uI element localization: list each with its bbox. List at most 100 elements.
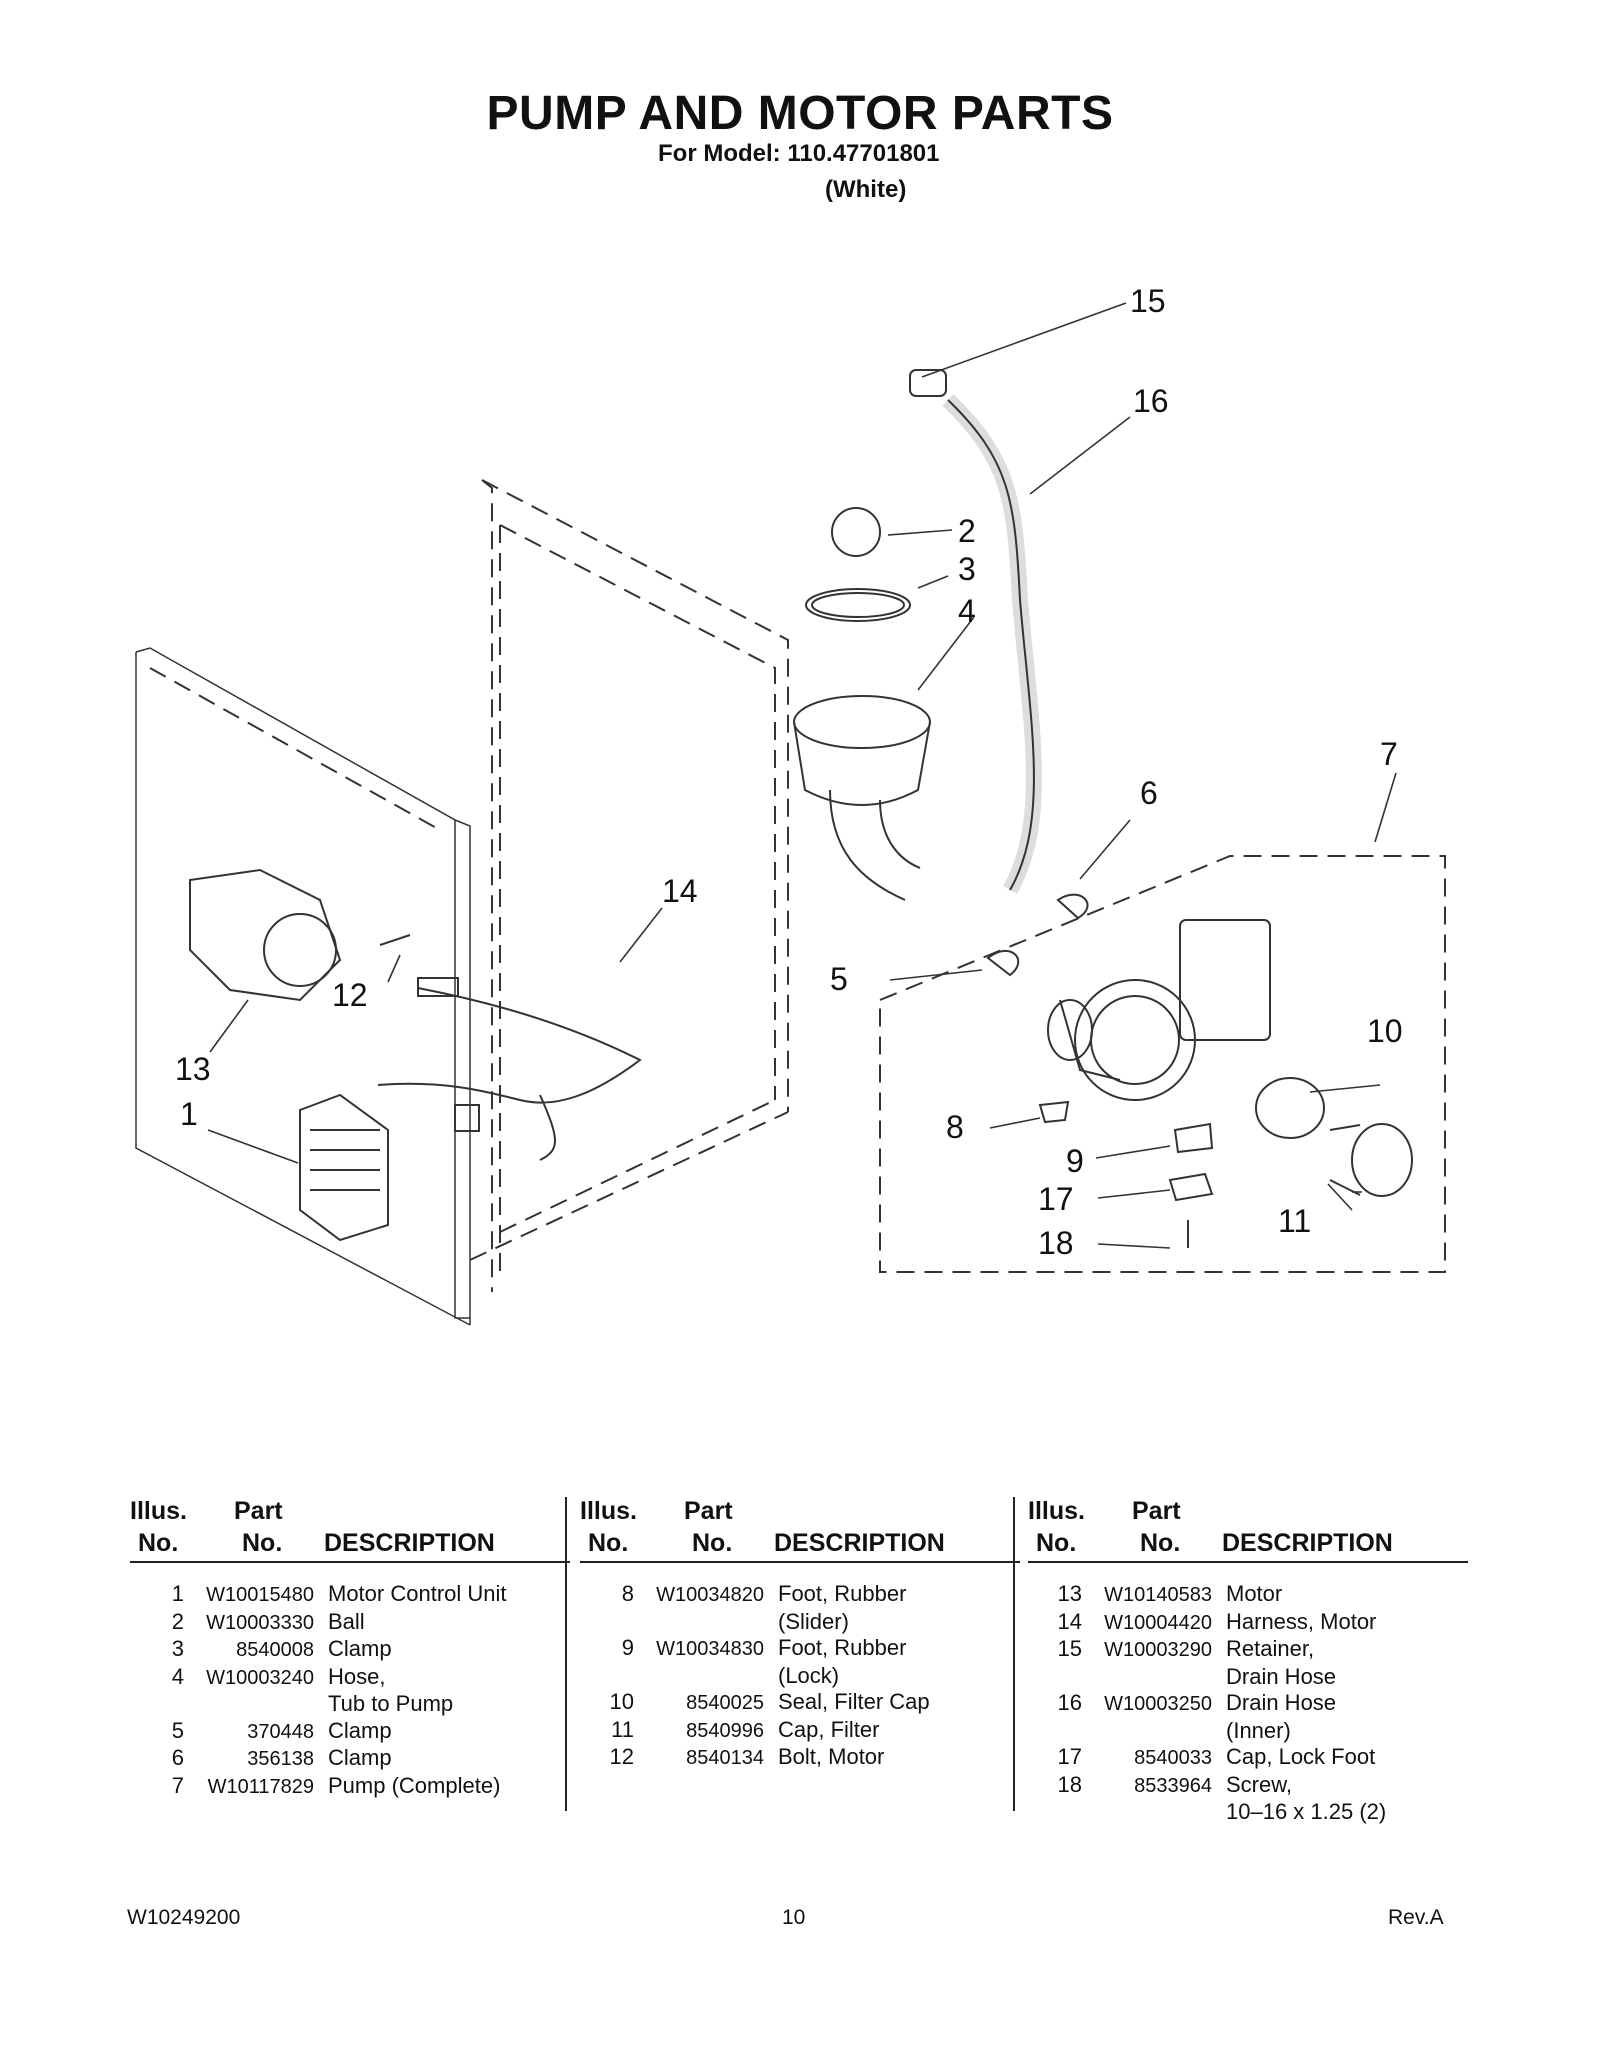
model-number: For Model: 110.47701801 [658, 140, 940, 167]
illus-number [580, 1663, 634, 1690]
part-number [184, 1691, 314, 1718]
part-description: Screw, [1226, 1771, 1293, 1797]
illus-number: 9 [621, 1635, 634, 1660]
exploded-parts-diagram: 15 16 2 3 4 7 6 14 5 12 10 13 1 8 9 17 1… [135, 283, 1446, 1326]
illus-number: 11 [611, 1716, 634, 1742]
illus-number: 1 [171, 1581, 184, 1606]
drain-hose-retainer-drawing [909, 369, 947, 397]
hose-tub-to-pump-drawing [793, 695, 931, 901]
callout-6: 6 [1140, 775, 1158, 811]
rubber-feet-drawing [1038, 1100, 1214, 1248]
table-row: (Inner) [1028, 1718, 1468, 1745]
part-description: 10–16 x 1.25 (2) [1226, 1799, 1387, 1824]
clamp-5-drawing [986, 949, 1020, 977]
illus-number: 10 [609, 1689, 634, 1714]
header-illus-no: No. [138, 1529, 179, 1557]
header-illus: Illus. [1028, 1497, 1085, 1525]
callout-17: 17 [1038, 1181, 1074, 1217]
illus-number: 2 [171, 1608, 184, 1634]
model-color: (White) [825, 176, 907, 203]
table-row: 1 W10015480 Motor Control Unit [130, 1581, 570, 1609]
column-divider [565, 1497, 567, 1811]
callout-16: 16 [1133, 383, 1169, 419]
part-description: Retainer, [1226, 1636, 1315, 1661]
part-description: Pump (Complete) [328, 1772, 501, 1798]
part-number [1082, 1664, 1212, 1691]
table-row: 18 8533964 Screw, [1028, 1772, 1468, 1800]
header-part: Part [234, 1497, 283, 1525]
table-row: (Slider) [580, 1609, 1020, 1636]
motor-drawing [189, 868, 411, 1002]
ball-drawing [831, 507, 881, 557]
header-part: Part [684, 1497, 733, 1525]
illus-number [1028, 1799, 1082, 1826]
filter-cap-drawing [1329, 1123, 1413, 1197]
clamp-6-drawing [1056, 893, 1089, 920]
illus-number: 16 [1057, 1690, 1082, 1715]
callout-15: 15 [1130, 283, 1166, 319]
page-title: PUMP AND MOTOR PARTS [486, 87, 1114, 140]
part-number [634, 1663, 764, 1690]
part-description: Foot, Rubber [778, 1581, 907, 1606]
callout-9: 9 [1066, 1143, 1084, 1179]
callout-5: 5 [830, 961, 848, 997]
illus-number: 18 [1057, 1771, 1082, 1797]
illus-number: 15 [1057, 1636, 1082, 1661]
table-row: 10–16 x 1.25 (2) [1028, 1799, 1468, 1826]
part-description: Seal, Filter Cap [778, 1689, 930, 1714]
part-description: Drain Hose [1226, 1690, 1337, 1715]
part-description: Motor Control Unit [328, 1581, 507, 1606]
table-row: Tub to Pump [130, 1691, 570, 1718]
part-number: W10034820 [656, 1584, 764, 1606]
header-part-no: No. [1140, 1529, 1181, 1557]
callout-2: 2 [958, 513, 976, 549]
table-row: 16 W10003250 Drain Hose [1028, 1690, 1468, 1718]
part-number: 356138 [247, 1748, 314, 1770]
part-number: W10004420 [1104, 1611, 1212, 1634]
illus-number: 4 [171, 1663, 184, 1689]
part-number: 8533964 [1134, 1774, 1212, 1797]
illus-number [130, 1691, 184, 1718]
illus-number: 7 [171, 1772, 184, 1798]
leader-lines [207, 302, 1397, 1249]
header-illus-no: No. [1036, 1529, 1077, 1557]
illus-number: 6 [171, 1745, 184, 1770]
part-description: Hose, [328, 1663, 386, 1689]
header-part-no: No. [692, 1529, 733, 1557]
part-description: (Inner) [1226, 1717, 1291, 1743]
part-number: 8540996 [686, 1719, 764, 1742]
part-description: Motor [1226, 1581, 1283, 1606]
callout-8: 8 [946, 1109, 964, 1145]
part-number: W10003250 [1104, 1693, 1212, 1715]
part-description: Drain Hose [1226, 1663, 1337, 1689]
part-number [1082, 1799, 1212, 1826]
header-illus-no: No. [588, 1529, 629, 1557]
header-description: DESCRIPTION [1222, 1529, 1393, 1557]
part-number [1082, 1718, 1212, 1745]
header-illus: Illus. [580, 1497, 637, 1525]
column-divider [1013, 1497, 1015, 1811]
part-number: W10117829 [207, 1775, 314, 1798]
part-description: Foot, Rubber [778, 1635, 907, 1660]
cabinet-side-panel [135, 647, 789, 1326]
drain-hose-drawing [942, 394, 1042, 894]
table-header: Illus. No. Part No. DESCRIPTION [130, 1497, 570, 1563]
part-number: W10003290 [1104, 1639, 1212, 1661]
part-description: (Lock) [778, 1662, 840, 1688]
illus-number: 17 [1057, 1744, 1082, 1769]
illus-number: 8 [621, 1581, 634, 1606]
table-row: 15 W10003290 Retainer, [1028, 1636, 1468, 1664]
callout-1: 1 [180, 1096, 198, 1132]
illus-number: 3 [171, 1636, 184, 1661]
part-number: 8540008 [236, 1639, 314, 1661]
part-number: W10015480 [206, 1584, 314, 1606]
